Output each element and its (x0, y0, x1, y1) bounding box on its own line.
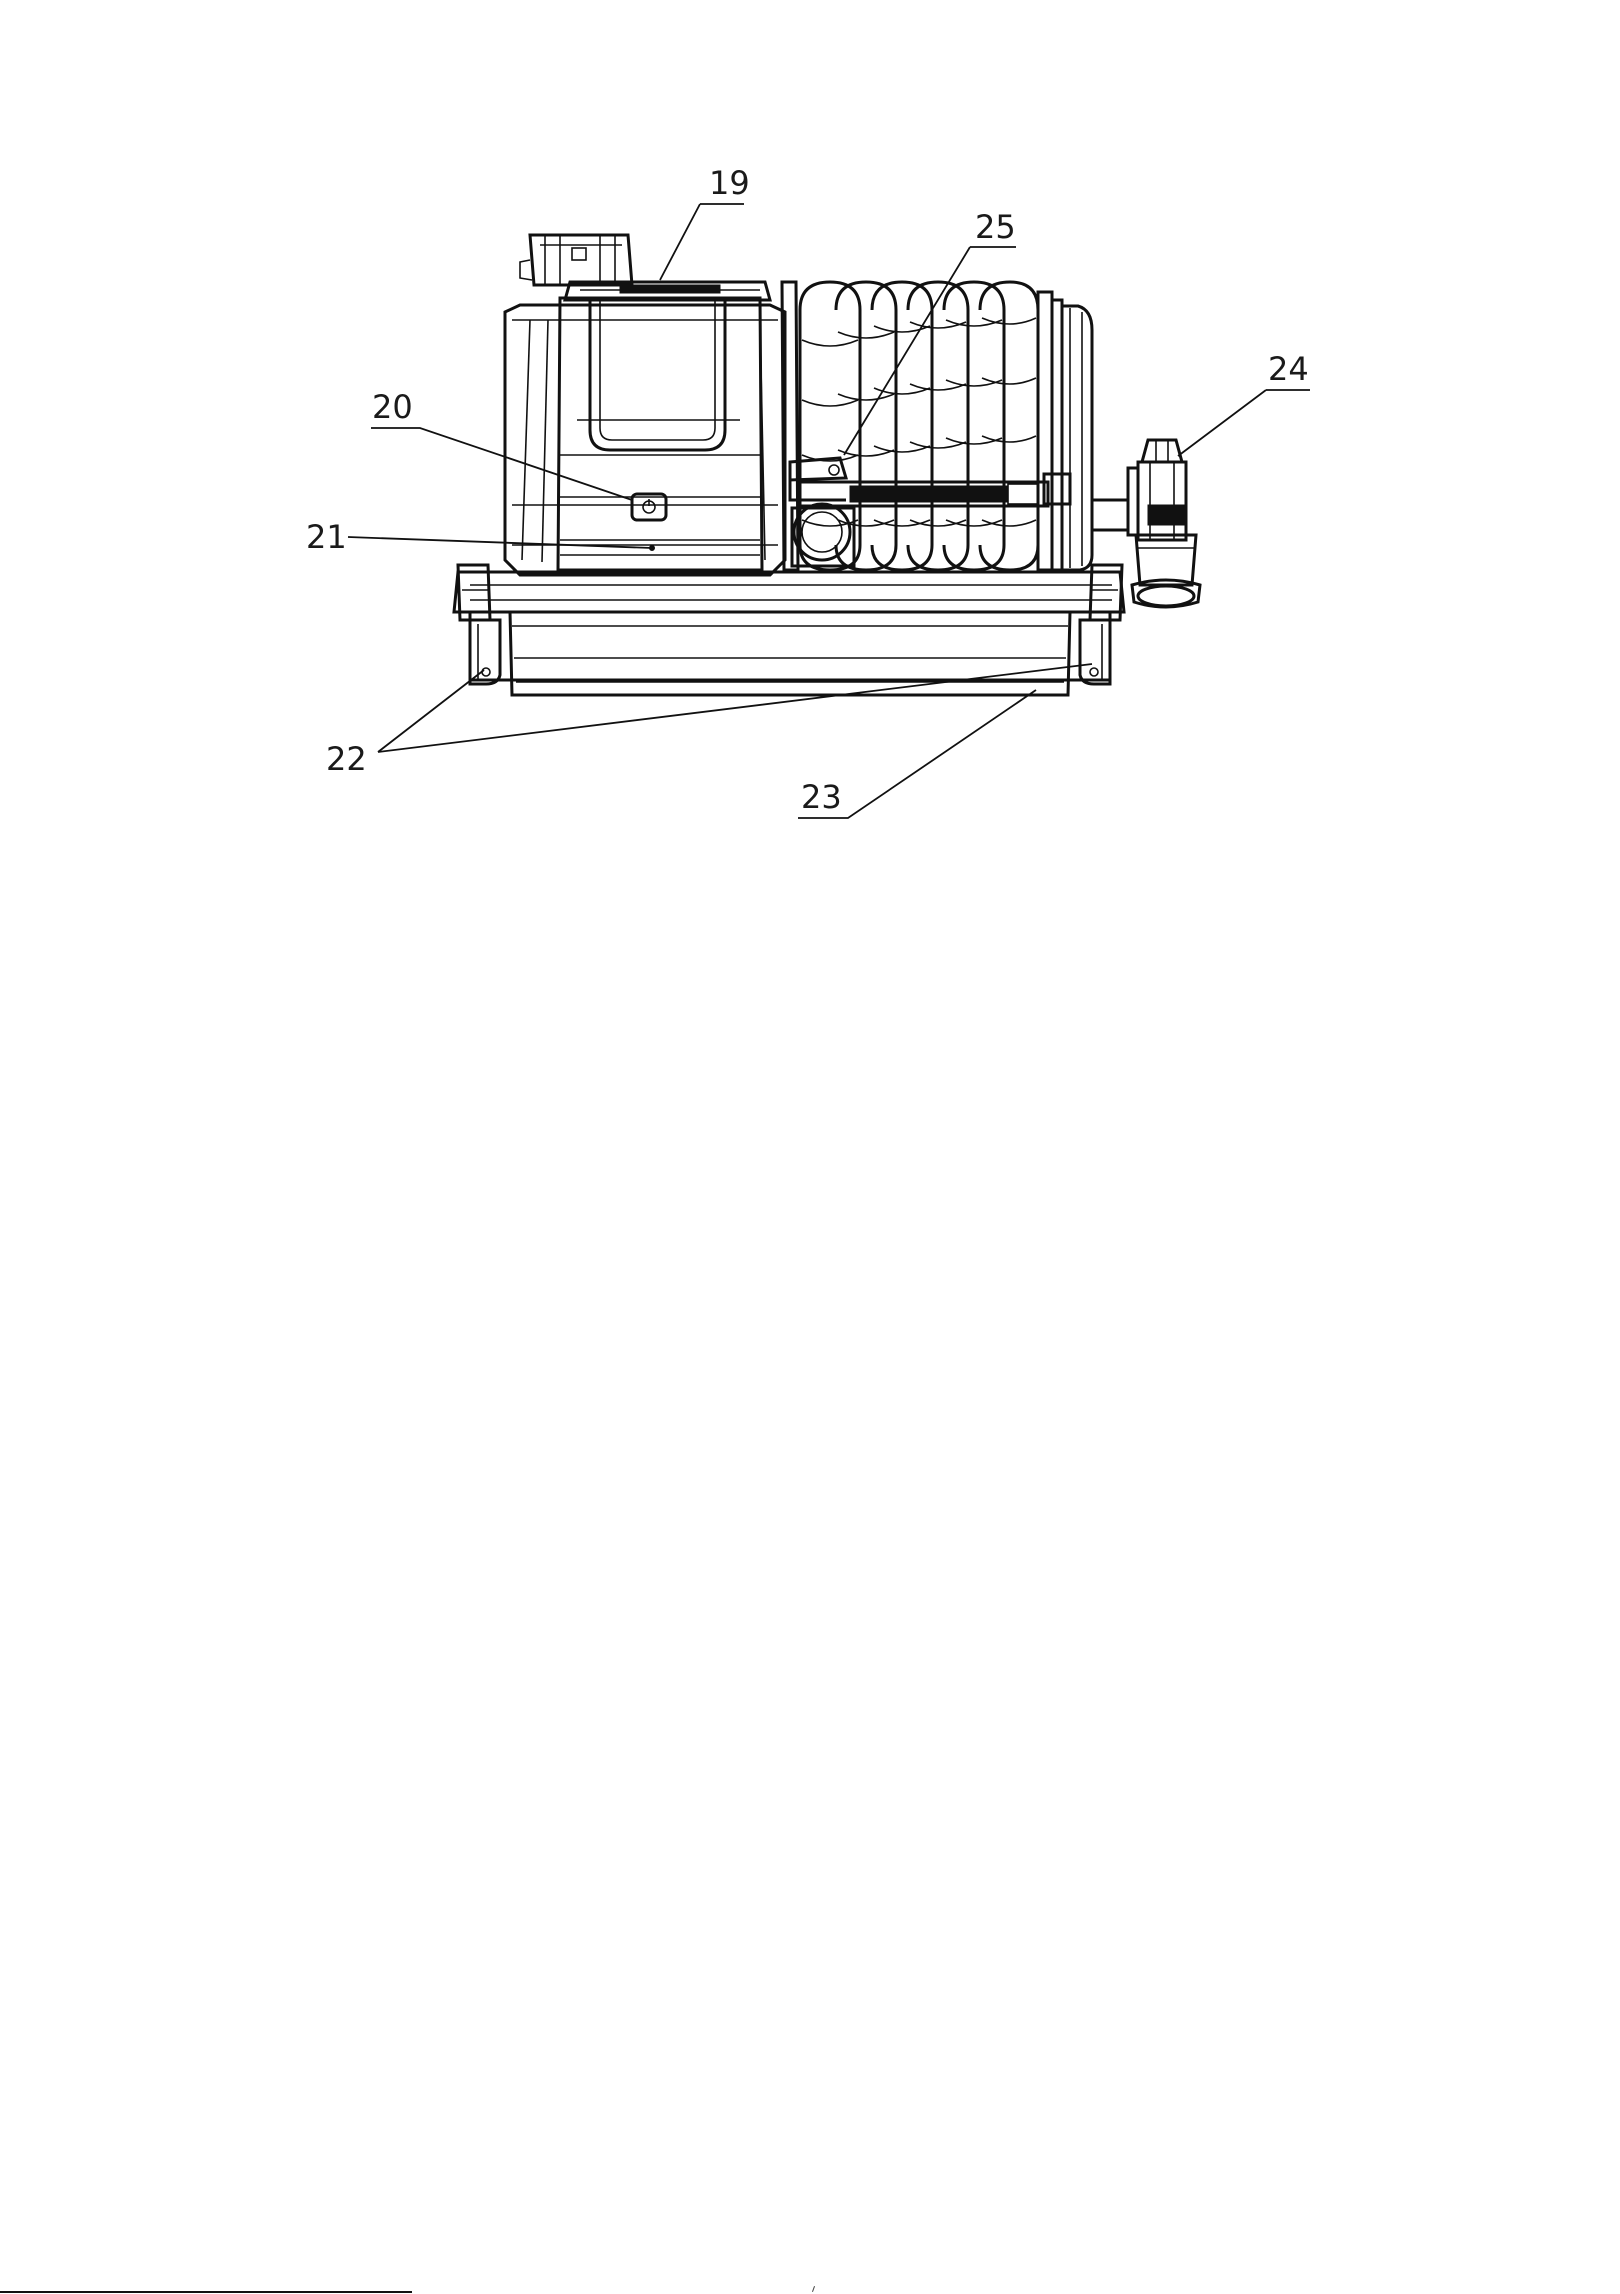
leader-25 (844, 247, 1016, 455)
callout-19: 19 (709, 164, 750, 202)
motor-housing (505, 298, 785, 575)
callout-22: 22 (326, 740, 367, 778)
leader-19 (660, 204, 744, 280)
callout-24: 24 (1268, 350, 1309, 388)
power-button (632, 494, 666, 520)
leader-22 (378, 664, 1092, 752)
callout-23: 23 (801, 778, 842, 816)
hose-drum (782, 282, 1052, 570)
hose-reel-assembly-drawing: 19 25 20 21 24 22 23 (0, 0, 1620, 900)
mounting-bracket-left (458, 565, 500, 684)
battery-pack (520, 235, 770, 300)
hose-guide-band (850, 486, 1008, 502)
base-frame (454, 572, 1124, 695)
callout-25: 25 (975, 208, 1016, 246)
mounting-bracket-right (1080, 565, 1122, 684)
callout-21: 21 (306, 518, 347, 556)
callout-20: 20 (372, 388, 413, 426)
leader-24 (1178, 390, 1310, 456)
leader-21 (348, 537, 652, 548)
hose-coils (800, 282, 1038, 570)
hose-nozzle (1092, 440, 1200, 607)
drum-flange-right (1044, 300, 1092, 570)
footnote-rule (0, 2291, 412, 2293)
page-mark (812, 2286, 815, 2292)
